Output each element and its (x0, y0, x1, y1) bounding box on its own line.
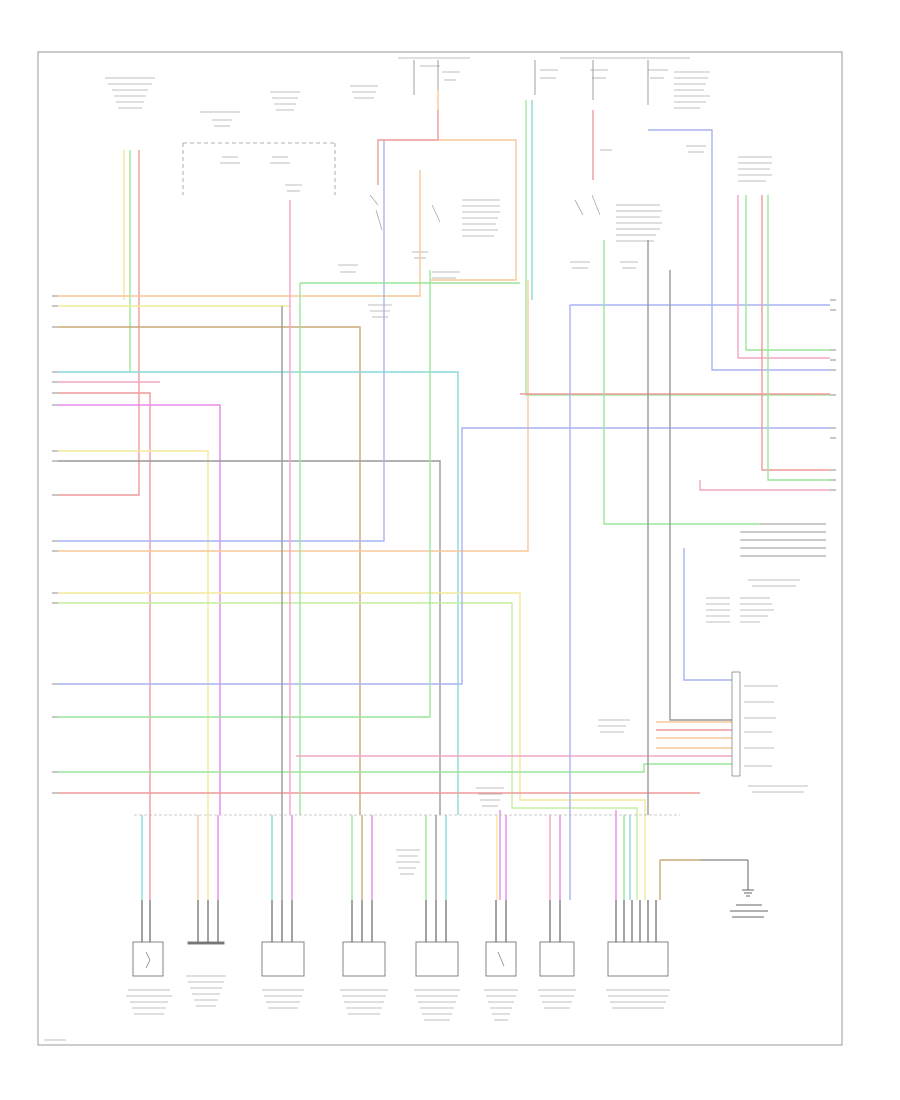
fuse-labels (398, 57, 710, 109)
wire-segment (431, 204, 441, 223)
wire-orange-2 (58, 280, 529, 552)
component-box-8 (607, 941, 669, 977)
fuel-connector-box (731, 671, 741, 777)
wire-red-sensor (58, 150, 140, 496)
fuel-pressure-label-block (598, 579, 808, 793)
wires (58, 90, 830, 900)
wire-green-3 (58, 763, 732, 773)
tachometer-block (200, 91, 300, 127)
wire-red-2 (58, 392, 151, 815)
right-connector-stubs (740, 299, 836, 557)
wire-cyan-1 (58, 371, 459, 815)
wire-pink-rc-1 (737, 195, 830, 359)
component-feed-wires (141, 815, 561, 900)
component-symbols (145, 951, 505, 969)
wire-green-right (603, 240, 760, 525)
overdrive-lamp-label (350, 85, 378, 99)
component-box-1 (132, 941, 164, 977)
component-box-7 (539, 941, 575, 977)
wire-lightgreen-1 (58, 602, 638, 900)
wire-segment (497, 951, 505, 967)
wire-red-relay (377, 110, 439, 185)
wire-yellow-3 (58, 450, 209, 815)
left-connector-stubs (52, 295, 58, 794)
ground-symbol (700, 859, 768, 918)
instrument-cluster-outline (182, 142, 336, 195)
wire-blue-fuel (683, 548, 732, 681)
wire-brown-bottom (659, 859, 700, 900)
wire-green-2 (58, 270, 431, 718)
converter-relay-block (570, 145, 772, 269)
component-box-4 (342, 941, 386, 977)
wire-segment (145, 951, 151, 969)
fuse-stubs (413, 60, 649, 105)
wire-green-relay (525, 100, 830, 396)
diagram-frame (37, 51, 843, 1046)
wire-blue-1 (58, 140, 385, 542)
overdrive-relay-block (338, 194, 500, 318)
wire-orange-box (430, 139, 517, 281)
bottom-components (132, 941, 669, 977)
wire-yellow-4 (58, 592, 646, 900)
component-pins (141, 900, 657, 942)
wire-segment (574, 194, 601, 216)
wire-green-rc (745, 195, 830, 351)
wire-blue-2 (58, 427, 830, 685)
component-box-5 (415, 941, 459, 977)
wire-blue-relay-top (648, 129, 830, 371)
wire-brown-1 (58, 326, 361, 815)
top-left-sensor-block (105, 77, 155, 109)
component-box-3 (261, 941, 305, 977)
wire-gray-1 (58, 460, 441, 815)
wire-gray-mid (669, 270, 732, 721)
wire-red-rc (761, 195, 830, 471)
wire-pink-rc-3 (699, 480, 830, 491)
component-labels (126, 975, 670, 1021)
wire-magenta-1 (58, 404, 221, 815)
component-box-2 (187, 941, 225, 945)
bottom-mid-labels (396, 787, 504, 875)
wire-orange-1 (58, 170, 421, 297)
wire-green-rc-2 (767, 195, 830, 481)
wire-segment (369, 194, 383, 231)
